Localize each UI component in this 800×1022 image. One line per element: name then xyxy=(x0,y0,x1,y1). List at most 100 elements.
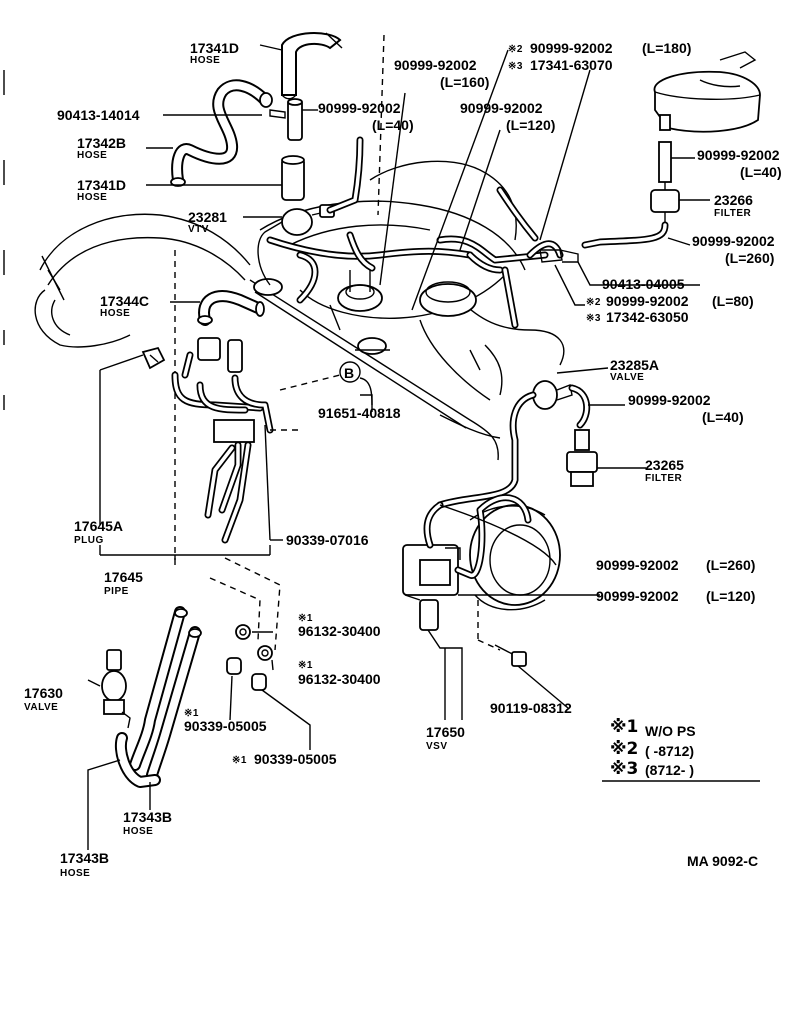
desc-17342B: HOSE xyxy=(77,150,107,161)
label-90999-180-l: (L=180) xyxy=(642,40,691,56)
hose-17342B xyxy=(170,79,273,187)
label-91651-40818: 91651-40818 xyxy=(318,405,401,421)
charcoal-canister xyxy=(653,51,761,133)
label-17342B: 17342B xyxy=(77,135,126,151)
label-90999-40-a-l: (L=40) xyxy=(372,117,414,133)
label-90999-120-a: 90999-92002 xyxy=(460,100,543,116)
carb-hoses xyxy=(266,136,579,329)
label-17341D-mid: 17341D xyxy=(77,177,126,193)
label-17343B-a: 17343B xyxy=(123,809,172,825)
clips-96132 xyxy=(209,557,281,661)
label-90999-260-a: 90999-92002 xyxy=(692,233,775,249)
label-90999-260-a-l: (L=260) xyxy=(725,250,774,266)
hose-260-right xyxy=(581,221,669,249)
mark-90339-05005-a: ※1 xyxy=(184,708,199,719)
label-17341-63070: 17341-63070 xyxy=(530,57,613,73)
desc-17630: VALVE xyxy=(24,702,58,713)
ref-b-marker: B xyxy=(339,361,373,406)
filter-23265 xyxy=(566,429,598,487)
label-90999-260-b: 90999-92002 xyxy=(596,557,679,573)
label-23265: 23265 xyxy=(645,457,684,473)
label-90413-04005: 90413-04005 xyxy=(602,276,685,292)
label-90119-08312: 90119-08312 xyxy=(490,700,572,716)
label-90999-80-l: (L=80) xyxy=(712,293,754,309)
label-17341D-top: 17341D xyxy=(190,40,239,56)
desc-17344C: HOSE xyxy=(100,308,130,319)
label-23266: 23266 xyxy=(714,192,753,208)
hose-17344C xyxy=(197,290,265,326)
vsv-17650 xyxy=(402,494,532,631)
hose-17341D-top xyxy=(281,32,343,100)
label-90999-40-c-l: (L=40) xyxy=(702,409,744,425)
pipe-17645 xyxy=(171,337,341,544)
mark-90999-80: ※2 xyxy=(586,297,601,308)
label-23285A: 23285A xyxy=(610,357,659,373)
label-17645A: 17645A xyxy=(74,518,123,534)
plug-17645A xyxy=(141,346,166,370)
footnotes: ※1 W/O PS ※2 ( -8712) ※3 (8712- ) xyxy=(602,717,760,782)
desc-17341D-mid: HOSE xyxy=(77,192,107,203)
label-90999-80: 90999-92002 xyxy=(606,293,689,309)
mark-17341-63070: ※3 xyxy=(508,61,523,72)
filter-23266 xyxy=(650,182,680,225)
label-90999-40-b-l: (L=40) xyxy=(740,164,782,180)
note-1-mark: ※1 xyxy=(610,717,638,737)
label-90999-160-l: (L=160) xyxy=(440,74,489,90)
label-96132-b: 96132-30400 xyxy=(298,671,381,687)
note-1-text: W/O PS xyxy=(645,723,696,739)
label-17342-63050: 17342-63050 xyxy=(606,309,689,325)
label-17630: 17630 xyxy=(24,685,63,701)
desc-17341D-top: HOSE xyxy=(190,55,220,66)
bolt-90119 xyxy=(477,600,527,667)
label-90999-120-b: 90999-92002 xyxy=(596,588,679,604)
mark-90339-05005-b: ※1 xyxy=(232,755,247,766)
mark-17342-63050: ※3 xyxy=(586,313,601,324)
label-17645: 17645 xyxy=(104,569,143,585)
label-90999-160: 90999-92002 xyxy=(394,57,477,73)
note-3-text: (8712- ) xyxy=(645,762,694,778)
label-90999-120-a-l: (L=120) xyxy=(506,117,555,133)
tube-short xyxy=(287,98,303,141)
label-90999-180: 90999-92002 xyxy=(530,40,613,56)
note-3-mark: ※3 xyxy=(610,759,638,779)
desc-17645: PIPE xyxy=(104,586,129,597)
part-labels: 17341D HOSE 90413-14014 17342B HOSE 1734… xyxy=(24,40,782,879)
label-96132-a: 96132-30400 xyxy=(298,623,381,639)
desc-17645A: PLUG xyxy=(74,535,104,546)
note-2-mark: ※2 xyxy=(610,739,638,759)
desc-23281: VTV xyxy=(188,224,209,235)
label-90413-14014: 90413-14014 xyxy=(57,107,140,123)
label-17650: 17650 xyxy=(426,724,465,740)
label-90999-260-b-l: (L=260) xyxy=(706,557,755,573)
label-90339-07016: 90339-07016 xyxy=(286,532,369,548)
clip-90413-14014 xyxy=(269,109,286,119)
label-90999-40-b: 90999-92002 xyxy=(697,147,780,163)
note-2-text: ( -8712) xyxy=(645,743,694,759)
ref-b-label: B xyxy=(344,365,354,381)
desc-23285A: VALVE xyxy=(610,372,644,383)
label-90999-40-c: 90999-92002 xyxy=(628,392,711,408)
label-90999-120-b-l: (L=120) xyxy=(706,588,755,604)
label-23281: 23281 xyxy=(188,209,227,225)
desc-17650: VSV xyxy=(426,741,448,752)
valve-17630 xyxy=(101,649,131,729)
desc-17343B-a: HOSE xyxy=(123,826,153,837)
mark-96132-a: ※1 xyxy=(298,613,313,624)
label-17343B-b: 17343B xyxy=(60,850,109,866)
label-90339-05005-a: 90339-05005 xyxy=(184,718,267,734)
hose-17341D-mid xyxy=(281,155,305,201)
desc-17343B-b: HOSE xyxy=(60,868,90,879)
mark-96132-b: ※1 xyxy=(298,660,313,671)
label-90999-40-a: 90999-92002 xyxy=(318,100,401,116)
desc-23265: FILTER xyxy=(645,473,683,484)
hose-40-right xyxy=(658,141,672,183)
label-90339-05005-b: 90339-05005 xyxy=(254,751,337,767)
leader-lines xyxy=(87,44,710,850)
valve-23285A xyxy=(436,380,591,509)
drawing-code: MA 9092-C xyxy=(687,853,758,869)
hoses-17343B xyxy=(115,606,202,788)
caps-90339-05005 xyxy=(226,657,267,691)
mark-90999-180: ※2 xyxy=(508,44,523,55)
label-17344C: 17344C xyxy=(100,293,149,309)
